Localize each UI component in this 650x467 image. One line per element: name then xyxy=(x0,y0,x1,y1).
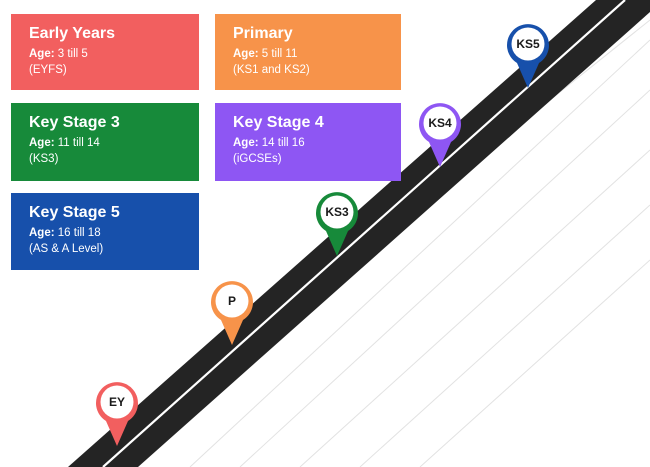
age-value: 16 till 18 xyxy=(57,227,101,239)
age-value: 5 till 11 xyxy=(261,48,298,60)
card-age: Age: 11 till 14 xyxy=(29,135,185,151)
pin-label: KS4 xyxy=(428,116,452,130)
pin-label: KS5 xyxy=(516,37,540,51)
card-note: (AS & A Level) xyxy=(29,243,104,255)
key-stage-4-card: Key Stage 4 Age: 14 till 16 (iGCSEs) xyxy=(215,103,401,181)
map-pin-icon xyxy=(316,192,358,256)
pin-label: EY xyxy=(108,395,125,409)
card-note: (KS3) xyxy=(29,153,59,165)
card-note: (KS1 and KS2) xyxy=(233,64,310,76)
map-pin-icon xyxy=(211,281,253,345)
road xyxy=(68,0,650,467)
age-label: Age: xyxy=(233,137,259,149)
pin-ey: EY xyxy=(94,379,140,447)
card-age: Age: 16 till 18 xyxy=(29,225,185,241)
card-note: (EYFS) xyxy=(29,64,67,76)
pin-ks3: KS3 xyxy=(314,189,360,257)
card-title: Key Stage 5 xyxy=(29,204,120,221)
map-pin-icon xyxy=(507,24,549,88)
map-pin-icon xyxy=(96,382,138,446)
age-value: 3 till 5 xyxy=(57,48,88,60)
age-value: 11 till 14 xyxy=(57,137,100,149)
card-age: Age: 14 till 16 xyxy=(233,135,387,151)
card-age: Age: 3 till 5 xyxy=(29,46,185,62)
card-title: Key Stage 3 xyxy=(29,114,120,131)
age-label: Age: xyxy=(29,48,55,60)
pin-p: P xyxy=(209,278,255,346)
age-label: Age: xyxy=(29,227,55,239)
map-pin-icon xyxy=(419,103,461,167)
pin-ks5: KS5 xyxy=(505,21,551,89)
key-stage-3-card: Key Stage 3 Age: 11 till 14 (KS3) xyxy=(11,103,199,181)
key-stage-5-card: Key Stage 5 Age: 16 till 18 (AS & A Leve… xyxy=(11,193,199,270)
card-title: Key Stage 4 xyxy=(233,114,324,131)
pin-label: KS3 xyxy=(325,205,349,219)
card-title: Early Years xyxy=(29,25,116,42)
age-label: Age: xyxy=(29,137,55,149)
primary-card: Primary Age: 5 till 11 (KS1 and KS2) xyxy=(215,14,401,90)
card-age: Age: 5 till 11 xyxy=(233,46,387,62)
early-years-card: Early Years Age: 3 till 5 (EYFS) xyxy=(11,14,199,90)
age-label: Age: xyxy=(233,48,259,60)
card-title: Primary xyxy=(233,25,293,42)
age-value: 14 till 16 xyxy=(261,137,305,149)
pin-ks4: KS4 xyxy=(417,100,463,168)
road-center-line xyxy=(102,0,626,467)
pin-label: P xyxy=(227,294,236,308)
card-note: (iGCSEs) xyxy=(233,153,282,165)
